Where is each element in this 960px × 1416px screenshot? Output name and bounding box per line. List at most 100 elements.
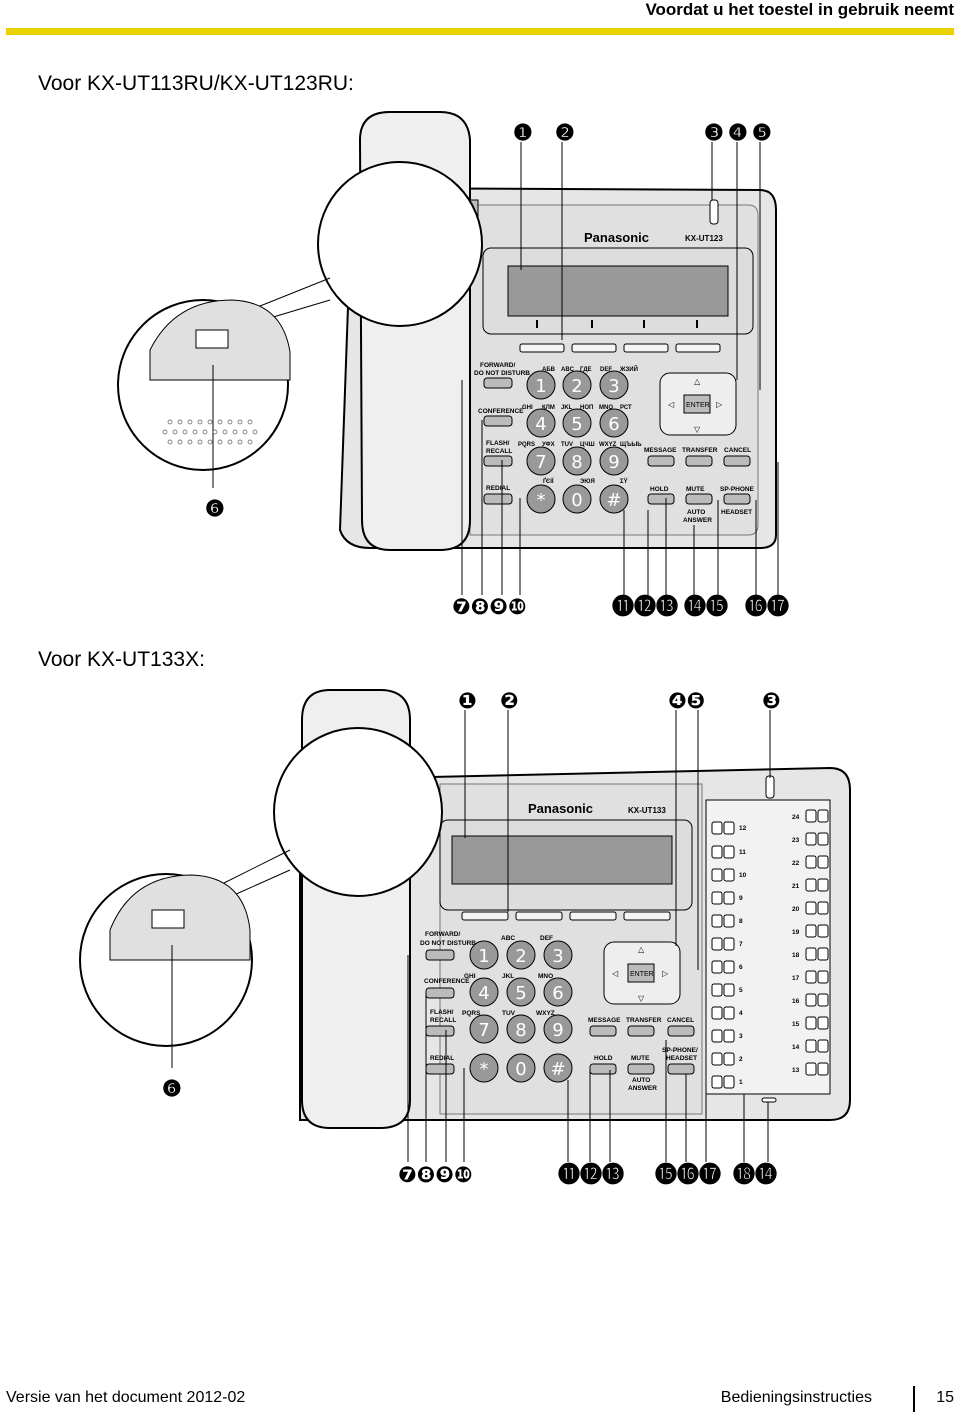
enter-button[interactable] (683, 394, 711, 414)
callout-3b: ❸ (762, 689, 781, 714)
callouts-18-14b: ⓲⓮ (733, 1162, 777, 1188)
model-label: KX-UT123 (685, 234, 723, 243)
dss-keys[interactable] (711, 809, 829, 1089)
transfer-button[interactable] (685, 455, 713, 467)
svg-text:ГДЕ: ГДЕ (580, 367, 592, 373)
svg-text:16: 16 (792, 998, 800, 1005)
callout-4: ❹ (728, 120, 748, 145)
mute-button-2[interactable] (627, 1063, 655, 1075)
cancel-button-2[interactable] (667, 1025, 695, 1037)
svg-text:MNO: MNO (599, 405, 613, 411)
svg-text:9: 9 (739, 895, 743, 902)
svg-text:ANSWER: ANSWER (683, 517, 712, 524)
conference-button[interactable] (483, 415, 513, 427)
callouts-11-13b: ⓫⓬⓭ (558, 1162, 624, 1188)
svg-text:DO NOT DISTURB: DO NOT DISTURB (420, 940, 476, 947)
svg-text:DEF: DEF (600, 367, 612, 373)
svg-text:RECALL: RECALL (486, 448, 512, 455)
footer-doc-title: Bedieningsinstructies (720, 1389, 872, 1406)
forward-dnd-button[interactable] (483, 377, 513, 389)
svg-text:△: △ (694, 377, 701, 386)
svg-text:CANCEL: CANCEL (667, 1017, 694, 1024)
svg-text:7: 7 (535, 452, 546, 473)
svg-text:MUTE: MUTE (631, 1055, 650, 1062)
svg-text:MNO: MNO (538, 973, 553, 980)
svg-text:DO NOT DISTURB: DO NOT DISTURB (474, 370, 530, 377)
svg-text:2: 2 (515, 946, 526, 967)
footer-version: Versie van het document 2012-02 (6, 1389, 246, 1406)
svg-text:КЛМ: КЛМ (542, 405, 555, 411)
svg-text:3: 3 (608, 376, 619, 397)
svg-text:ЦЧШ: ЦЧШ (580, 442, 595, 448)
svg-text:2: 2 (571, 376, 582, 397)
svg-text:TUV: TUV (561, 442, 573, 448)
forward-dnd-button-2[interactable] (425, 949, 455, 961)
svg-text:1: 1 (478, 946, 489, 967)
flash-recall-button-2[interactable] (425, 1025, 455, 1037)
svg-text:3: 3 (552, 946, 563, 967)
svg-text:0: 0 (515, 1059, 526, 1080)
svg-text:CONFERENCE: CONFERENCE (478, 408, 524, 415)
mute-button[interactable] (685, 493, 713, 505)
svg-text:ENTER: ENTER (630, 971, 654, 978)
brand-logo: Panasonic (584, 230, 649, 245)
message-button[interactable] (647, 455, 675, 467)
svg-text:FLASH/: FLASH/ (486, 440, 510, 447)
svg-text:14: 14 (792, 1044, 800, 1051)
callout-6: ❻ (205, 496, 225, 521)
callouts-16-17: ⓰⓱ (745, 594, 789, 620)
sp-phone-headset-button-2[interactable] (667, 1063, 695, 1075)
dialpad[interactable] (526, 370, 629, 514)
svg-text:MESSAGE: MESSAGE (644, 447, 677, 454)
svg-text:ЖЗИЙ: ЖЗИЙ (619, 365, 638, 373)
svg-text:17: 17 (792, 975, 800, 982)
svg-text:7: 7 (478, 1020, 489, 1041)
callouts-15-17b: ⓯⓰⓱ (655, 1162, 721, 1188)
svg-text:SP-PHONE: SP-PHONE (720, 486, 755, 493)
svg-text:MESSAGE: MESSAGE (588, 1017, 621, 1024)
svg-text:11: 11 (739, 849, 746, 856)
hold-button-2[interactable] (589, 1063, 617, 1075)
svg-text:НОП: НОП (580, 405, 593, 411)
message-button-2[interactable] (589, 1025, 617, 1037)
svg-text:22: 22 (792, 860, 800, 867)
svg-text:3: 3 (739, 1033, 743, 1040)
hold-button[interactable] (647, 493, 675, 505)
svg-text:TRANSFER: TRANSFER (682, 447, 718, 454)
sp-phone-button[interactable] (723, 493, 751, 505)
svg-text:△: △ (638, 945, 645, 954)
page-number: 15 (936, 1389, 954, 1406)
svg-text:#: # (550, 1059, 565, 1080)
section-title-ut133: Voor KX-UT133X: (38, 648, 205, 671)
svg-text:15: 15 (792, 1021, 800, 1028)
conference-button-2[interactable] (425, 987, 455, 999)
redial-button-2[interactable] (425, 1063, 455, 1075)
svg-text:TUV: TUV (502, 1010, 516, 1017)
redial-button[interactable] (483, 493, 513, 505)
svg-text:*: * (537, 490, 546, 511)
cancel-button[interactable] (723, 455, 751, 467)
svg-text:HEADSET: HEADSET (721, 509, 752, 516)
enter-button-2[interactable] (627, 963, 655, 983)
svg-text:REDIAL: REDIAL (430, 1055, 454, 1062)
callouts-14-15: ⓮⓯ (684, 595, 728, 620)
svg-text:WXYZ: WXYZ (536, 1010, 555, 1017)
svg-text:ABC: ABC (561, 367, 575, 373)
svg-text:◁: ◁ (612, 969, 619, 978)
svg-text:PQRS: PQRS (518, 442, 535, 448)
svg-text:8: 8 (571, 452, 582, 473)
callout-1: ❶ (513, 120, 533, 145)
svg-text:1: 1 (739, 1079, 743, 1086)
svg-text:WXYZ: WXYZ (599, 442, 617, 448)
svg-text:4: 4 (739, 1010, 743, 1017)
svg-text:8: 8 (515, 1020, 526, 1041)
lcd-display-2 (451, 835, 673, 885)
svg-text:6: 6 (608, 414, 619, 435)
flash-recall-button[interactable] (483, 455, 513, 467)
transfer-button-2[interactable] (627, 1025, 655, 1037)
dialpad-2[interactable] (469, 940, 573, 1083)
callout-3: ❸ (704, 120, 724, 145)
svg-text:JKL: JKL (561, 405, 573, 411)
svg-text:JKL: JKL (502, 973, 514, 980)
svg-text:FORWARD/: FORWARD/ (425, 931, 460, 938)
